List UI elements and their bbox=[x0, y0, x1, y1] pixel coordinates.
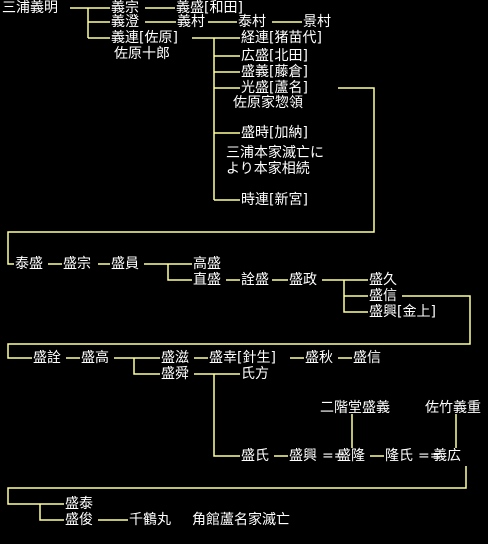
line-morikiyo-children bbox=[194, 373, 240, 457]
person-moriyuki: 盛幸[針生] bbox=[209, 350, 276, 366]
note-sawara-juro: 佐原十郎 bbox=[114, 46, 170, 62]
line-yoshiaki-children bbox=[70, 7, 110, 39]
person-yoshizumi: 義澄 bbox=[111, 14, 139, 30]
person-moriaki: 盛詮 bbox=[33, 350, 61, 366]
person-morihisa: 盛久 bbox=[369, 272, 397, 288]
person-yoshimori-wada: 義盛[和田] bbox=[176, 0, 243, 16]
note-moritoki-2: より本家相続 bbox=[226, 161, 310, 177]
line-mitsumori-continue bbox=[7, 87, 375, 265]
adoption-mark-2: == bbox=[418, 448, 442, 464]
person-tsuneyori: 経連[猪苗代] bbox=[241, 30, 322, 46]
person-yoshimura: 義村 bbox=[177, 14, 205, 30]
person-moritoshi: 盛俊 bbox=[65, 512, 93, 528]
person-morinobu-1: 盛信 bbox=[369, 288, 397, 304]
adoption-mark-1: == bbox=[322, 448, 346, 464]
person-senzurumaru: 千鶴丸 bbox=[129, 512, 171, 528]
note-ending: 角館蘆名家滅亡 bbox=[192, 512, 290, 528]
person-morikazu: 盛員 bbox=[111, 256, 139, 272]
person-tokitsura: 時連[新宮] bbox=[241, 192, 308, 208]
person-hiromori: 広盛[北田] bbox=[241, 48, 308, 64]
person-morikiyo: 盛舜 bbox=[161, 366, 189, 382]
person-moriuji: 盛氏 bbox=[241, 448, 269, 464]
person-nikaido: 二階堂盛義 bbox=[320, 400, 390, 416]
person-yoshimune: 義宗 bbox=[111, 0, 139, 16]
person-yoshihiro: 義広 bbox=[433, 448, 461, 464]
person-morioki-2: 盛興 bbox=[289, 448, 317, 464]
person-takauji: 隆氏 bbox=[385, 448, 413, 464]
line-yoshihiro-continue bbox=[7, 466, 467, 505]
person-yasumura: 泰村 bbox=[238, 14, 266, 30]
person-morinobu-2: 盛信 bbox=[353, 350, 381, 366]
person-moritoki: 盛時[加納] bbox=[241, 125, 308, 141]
person-kagemura: 景村 bbox=[303, 14, 331, 30]
person-moriyasu: 盛泰 bbox=[65, 496, 93, 512]
person-moriaki-2: 盛秋 bbox=[305, 350, 333, 366]
person-yasumori: 泰盛 bbox=[15, 256, 43, 272]
person-morimasa: 盛政 bbox=[289, 272, 317, 288]
note-moritoki-1: 三浦本家滅亡に bbox=[226, 145, 324, 161]
person-satake: 佐竹義重 bbox=[425, 400, 481, 416]
line-moriyasu-children bbox=[39, 504, 64, 521]
person-moritaka: 盛高 bbox=[81, 350, 109, 366]
person-akimori: 詮盛 bbox=[241, 272, 269, 288]
line-moritaka-children bbox=[133, 358, 160, 375]
person-moritaka-2: 盛隆 bbox=[337, 448, 365, 464]
note-sawara-soryo: 佐原家惣領 bbox=[233, 95, 303, 111]
person-moriyoshi: 盛義[藤倉] bbox=[241, 64, 308, 80]
line-yoshitsura-children bbox=[192, 37, 240, 201]
line-morimasa-children bbox=[343, 280, 368, 313]
person-moriharu-kanaue: 盛興[金上] bbox=[369, 304, 436, 320]
person-ujikata: 氏方 bbox=[241, 366, 269, 382]
person-mitsumori: 光盛[蘆名] bbox=[241, 80, 308, 96]
person-naomori: 直盛 bbox=[193, 272, 221, 288]
person-morishige: 盛滋 bbox=[161, 350, 189, 366]
line-morinobu-continue bbox=[7, 295, 471, 359]
person-yoshiaki: 三浦義明 bbox=[2, 0, 58, 16]
line-morikazu-children bbox=[167, 264, 192, 281]
person-yoshitsura: 義連[佐原] bbox=[111, 30, 178, 46]
person-takamori: 高盛 bbox=[193, 256, 221, 272]
person-morimune: 盛宗 bbox=[63, 256, 91, 272]
